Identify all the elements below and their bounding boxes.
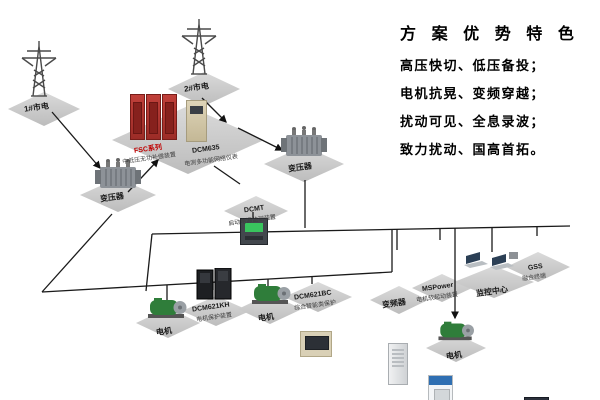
slogan-line: 扰动可见、全息录波； [400,115,546,130]
inverter-cabinet-icon [388,343,408,385]
transmission-tower-icon [181,19,217,75]
label-motor2: 电机 [257,311,275,324]
dcm621kh-cabinet-icon [196,268,232,300]
red-cabinet-panel [162,94,177,140]
dcm635-cabinet-icon [186,100,207,142]
slogan-title: 方 案 优 势 特 色 [400,24,579,43]
dcm621bc-device-icon [300,331,332,357]
motor-icon [438,321,474,341]
sublabel-gss: 融合终端 [521,273,547,283]
label-motor3: 电机 [445,349,463,362]
motor-icon [148,298,187,318]
slogan-line: 电机抗晃、变频穿越； [400,87,546,102]
monitor-computers-icon [464,252,518,270]
slogan-line: 高压快切、低压备投； [400,59,546,74]
fsc-cabinet-icon [130,94,177,140]
slogan-block: 方 案 优 势 特 色 高压快切、低压备投； 电机抗晃、变频穿越； 扰动可见、全… [400,20,598,165]
red-cabinet-panel [130,94,145,140]
motor-icon [252,284,291,304]
gss-cabinet-icon [524,397,549,400]
slogan-line: 致力扰动、国高首拓。 [400,143,546,158]
mspower-cabinet-icon [428,375,453,400]
label-motor1: 电机 [155,325,173,338]
transmission-tower-icon [21,41,57,97]
red-cabinet-panel [146,94,161,140]
transformer-icon [281,126,327,156]
